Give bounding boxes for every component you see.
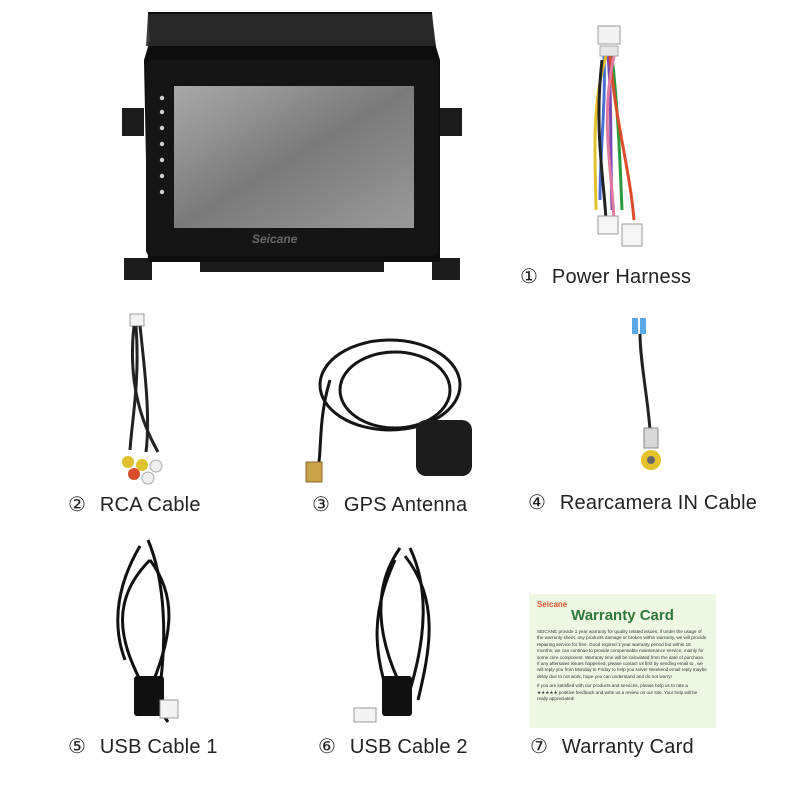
warranty-card-image: Seicane Warranty Card SEICANE provide 1 …	[529, 594, 716, 728]
item-name: USB Cable 2	[349, 736, 468, 758]
item-name: Warranty Card	[561, 736, 694, 758]
item-number: ⑦	[530, 736, 549, 758]
warranty-card-body: SEICANE provide 1 year warranty for qual…	[537, 629, 707, 679]
item-label-gps-antenna: ③ GPS Antenna	[312, 492, 467, 517]
item-name: USB Cable 1	[99, 736, 218, 758]
item-name: GPS Antenna	[343, 494, 468, 516]
item-label-rearcamera-cable: ④ Rearcamera IN Cable	[528, 490, 757, 515]
warranty-card-brand: Seicane	[537, 600, 568, 609]
item-label-usb-cable-2: ⑥ USB Cable 2	[318, 734, 468, 759]
item-name: RCA Cable	[99, 494, 201, 516]
head-unit-side-buttons	[159, 95, 165, 195]
item-number: ⑥	[318, 736, 337, 758]
head-unit-brand: Seicane	[252, 232, 298, 246]
head-unit-left-bracket	[122, 108, 144, 136]
item-number: ⑤	[68, 736, 87, 758]
item-label-warranty-card: ⑦ Warranty Card	[530, 734, 694, 759]
warranty-card-title: Warranty Card	[571, 607, 674, 624]
head-unit-bottom-left-mount	[124, 258, 152, 280]
item-name: Rearcamera IN Cable	[559, 492, 758, 514]
head-unit-frame	[144, 12, 440, 262]
item-number: ③	[312, 494, 331, 516]
item-label-power-harness: ① Power Harness	[520, 264, 691, 289]
item-label-rca-cable: ② RCA Cable	[68, 492, 201, 517]
warranty-card-footer: If you are satisfied with our products a…	[537, 683, 698, 702]
head-unit-right-bracket	[440, 108, 462, 136]
head-unit-bottom-right-mount	[432, 258, 460, 280]
item-label-usb-cable-1: ⑤ USB Cable 1	[68, 734, 218, 759]
item-number: ④	[528, 492, 547, 514]
item-number: ①	[520, 266, 539, 288]
item-number: ②	[68, 494, 87, 516]
head-unit-screen	[174, 86, 414, 228]
item-name: Power Harness	[551, 266, 692, 288]
